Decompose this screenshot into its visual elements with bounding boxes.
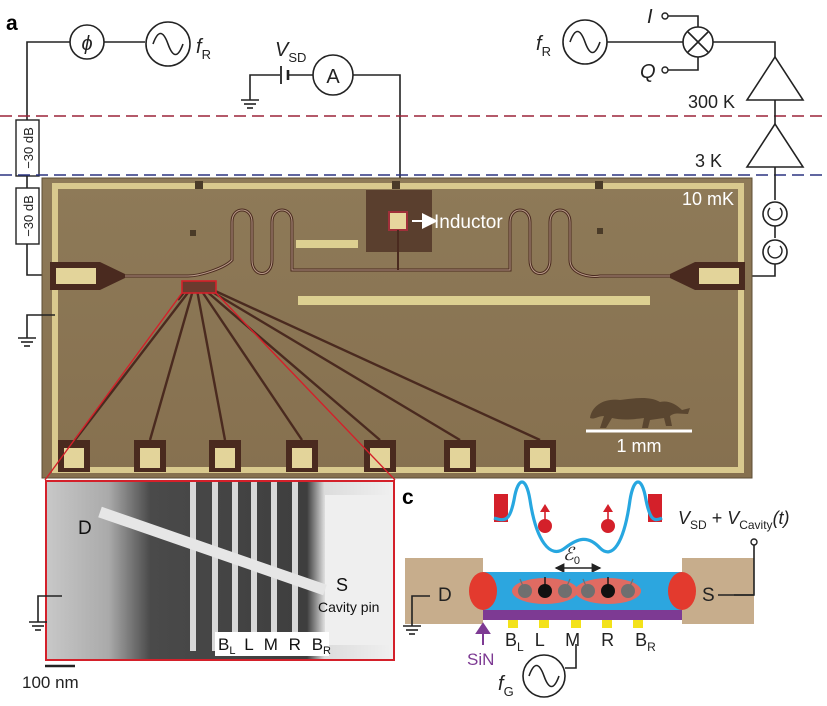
amplifier-300K xyxy=(745,55,805,101)
phase-symbol: ϕ xyxy=(81,33,92,55)
mixer-to-amp-wire xyxy=(713,41,776,57)
mixer-Q-terminal xyxy=(661,66,669,74)
sin-label: SiN xyxy=(467,650,494,669)
sem-source-label: S xyxy=(336,575,348,595)
chip-mark xyxy=(597,228,603,234)
ammeter-to-inductor-wire xyxy=(353,74,401,222)
electron-spin-left xyxy=(538,504,552,533)
scalebar-100nm-label: 100 nm xyxy=(22,673,79,692)
attenuator-bottom-label: −30 dB xyxy=(21,195,36,237)
inductor-coil xyxy=(388,211,408,231)
sine-icon xyxy=(152,32,184,56)
mixer-Q-wire xyxy=(668,57,699,71)
ammeter-label: A xyxy=(326,66,340,88)
sin-layer xyxy=(483,610,682,620)
gate-bond-pads xyxy=(58,440,556,472)
chip-mark xyxy=(392,181,400,189)
inductor-label: Inductor xyxy=(434,212,503,233)
attenuator-top xyxy=(15,119,40,177)
source-label: S xyxy=(702,585,715,606)
chip-mark xyxy=(195,181,203,189)
fG-label: fG xyxy=(498,673,514,699)
sem-frame xyxy=(45,480,395,661)
chip-mark xyxy=(190,230,196,236)
attenuator-top-label: −30 dB xyxy=(21,127,36,169)
source-bias-wire xyxy=(734,545,755,596)
sem-drain-label: D xyxy=(78,518,92,539)
temp-300K-label: 300 K xyxy=(688,92,735,112)
vsd-label: VSD xyxy=(275,39,306,65)
chip-image: 1 mm 10 mK Inductor xyxy=(41,177,753,479)
circulator-arrow-icon xyxy=(767,245,783,259)
drain-label: D xyxy=(438,585,452,606)
gate-labels: BL L M R BR xyxy=(505,630,656,655)
bias-terminal xyxy=(750,538,758,546)
source-reservoir xyxy=(668,572,696,610)
circulator-bottom xyxy=(762,239,788,265)
vsd-ground-wire xyxy=(249,74,280,100)
mixer-I-label: I xyxy=(647,6,653,28)
sem-bright-source xyxy=(325,495,394,645)
cavity-resonator-core xyxy=(120,209,690,277)
left-input-wire xyxy=(26,41,70,122)
chip-mark xyxy=(595,181,603,189)
gate-drive-wire xyxy=(565,644,577,669)
phase-shifter xyxy=(69,24,105,60)
scalebar-1mm-label: 1 mm xyxy=(617,436,662,456)
bias-voltage-label: VSD + VCavity(t) xyxy=(678,508,790,532)
sem-gate-label-box xyxy=(215,632,329,656)
panther-logo xyxy=(590,398,690,428)
metal-pad xyxy=(296,240,358,248)
chip-ground xyxy=(18,314,55,347)
sine-icon xyxy=(569,30,601,54)
zoom-line-right xyxy=(215,292,396,481)
amplifier-3K xyxy=(745,122,805,168)
panel-c-label: c xyxy=(402,486,414,509)
temp-3K-label: 3 K xyxy=(695,151,722,171)
mixer-I-terminal xyxy=(661,12,669,20)
drain-ground-wire xyxy=(411,595,430,626)
epsilon-label: ℰ0 xyxy=(563,544,580,567)
metal-pad xyxy=(298,296,650,305)
sin-pointer-arrow xyxy=(475,622,491,645)
dot-electrons xyxy=(518,577,635,598)
mixer-Q-label: Q xyxy=(640,61,656,83)
bond-pad-right-metal xyxy=(699,268,739,284)
circulator-arrow-icon xyxy=(767,207,783,221)
sem-gate-labels: BL L M R BR xyxy=(218,635,331,658)
mixer-I-wire xyxy=(668,15,699,27)
dqd-region xyxy=(181,280,217,294)
panel-c: c ℰ0 xyxy=(402,480,790,699)
zoom-line-left xyxy=(44,292,183,481)
panel-b: b D S Cavity pin BL L M R BR 100 nm xyxy=(22,480,395,692)
double-well-potential xyxy=(493,480,663,554)
temp-10mK-label: 10 mK xyxy=(682,189,734,209)
barrier-left xyxy=(494,494,508,522)
sine-icon xyxy=(528,664,560,688)
sem-ground-wire xyxy=(37,595,62,622)
sem-nanowire xyxy=(98,506,327,596)
fR-right-label: fR xyxy=(536,33,551,59)
mixer-cross-icon xyxy=(687,31,709,53)
drain-reservoir xyxy=(469,572,497,610)
bottom-gates xyxy=(508,620,643,628)
fR-left-label: fR xyxy=(196,36,211,62)
electron-spin-right xyxy=(601,504,615,533)
gate-fanout xyxy=(74,288,541,442)
panel-a-label: a xyxy=(6,12,18,35)
sem-cavity-pin-label: Cavity pin xyxy=(318,599,379,615)
circulator-top xyxy=(762,201,788,227)
bond-pad-left-metal xyxy=(56,268,96,284)
